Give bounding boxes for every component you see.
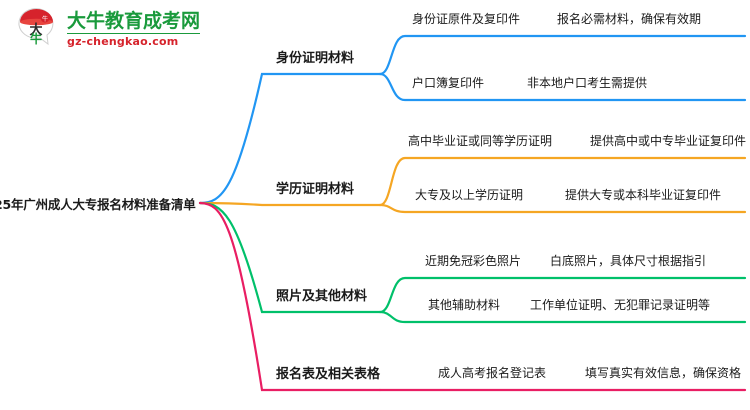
sub-label-3-2[interactable]: 其他辅助材料 xyxy=(428,298,501,312)
logo-divider xyxy=(67,32,201,34)
sub-label-2-2[interactable]: 大专及以上学历证明 xyxy=(415,188,524,202)
svg-text:大: 大 xyxy=(29,22,42,38)
logo-title: 大牛教育成考网 xyxy=(67,9,201,32)
sub-label-2-1[interactable]: 高中毕业证或同等学历证明 xyxy=(408,134,553,148)
detail-label-2-2: 提供大专或本科毕业证复印件 xyxy=(565,188,722,202)
svg-text:牛: 牛 xyxy=(42,15,48,23)
site-logo: 大 牛 牛 大牛教育成考网 gz-chengkao.com xyxy=(14,8,201,50)
sub-label-4-1[interactable]: 成人高考报名登记表 xyxy=(438,366,547,380)
sub-label-3-1[interactable]: 近期免冠彩色照片 xyxy=(425,254,522,268)
detail-label-2-1: 提供高中或中专毕业证复印件 xyxy=(590,134,747,148)
logo-domain: gz-chengkao.com xyxy=(67,34,179,48)
detail-label-1-1: 报名必需材料，确保有效期 xyxy=(557,12,702,26)
svg-text:牛: 牛 xyxy=(30,31,42,46)
detail-label-3-1: 白底照片，具体尺寸根据指引 xyxy=(550,254,707,268)
mindmap-root-node: 2025年广州成人大专报名材料准备清单 xyxy=(0,197,196,212)
branch-label-1[interactable]: 身份证明材料 xyxy=(276,51,355,66)
branch-label-2[interactable]: 学历证明材料 xyxy=(276,182,355,197)
logo-mark-icon: 大 牛 牛 xyxy=(14,8,60,50)
detail-label-3-2: 工作单位证明、无犯罪记录证明等 xyxy=(530,298,711,312)
branch-label-3[interactable]: 照片及其他材料 xyxy=(276,289,368,304)
detail-label-4-1: 填写真实有效信息，确保资格 xyxy=(585,366,742,380)
branch-label-4[interactable]: 报名表及相关表格 xyxy=(276,367,381,382)
detail-label-1-2: 非本地户口考生需提供 xyxy=(527,76,648,90)
sub-label-1-2[interactable]: 户口簿复印件 xyxy=(412,76,485,90)
sub-label-1-1[interactable]: 身份证原件及复印件 xyxy=(412,12,521,26)
